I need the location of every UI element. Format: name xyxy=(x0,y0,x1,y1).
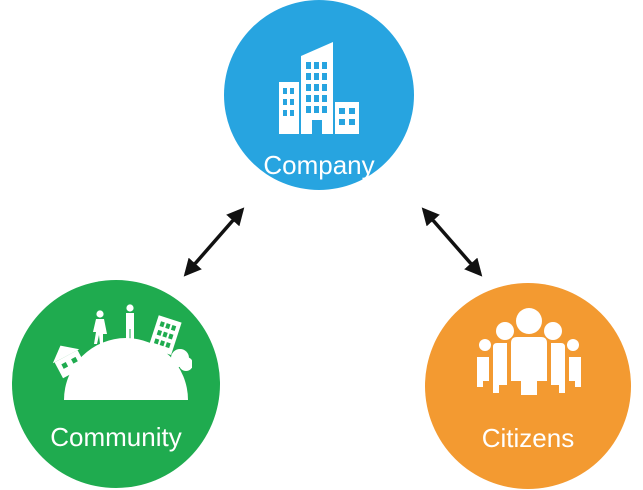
company-node: Company xyxy=(224,0,414,190)
community-node: Community xyxy=(12,280,220,488)
company-label: Company xyxy=(263,150,375,180)
people-group-icon xyxy=(477,308,581,395)
citizens-node: Citizens xyxy=(425,283,631,489)
community-label: Community xyxy=(50,422,182,452)
arrow-company-citizens xyxy=(421,207,483,277)
office-buildings-icon xyxy=(279,42,359,134)
town-hill-icon xyxy=(52,304,192,400)
arrow-company-community xyxy=(183,207,245,277)
citizens-label: Citizens xyxy=(481,423,575,453)
